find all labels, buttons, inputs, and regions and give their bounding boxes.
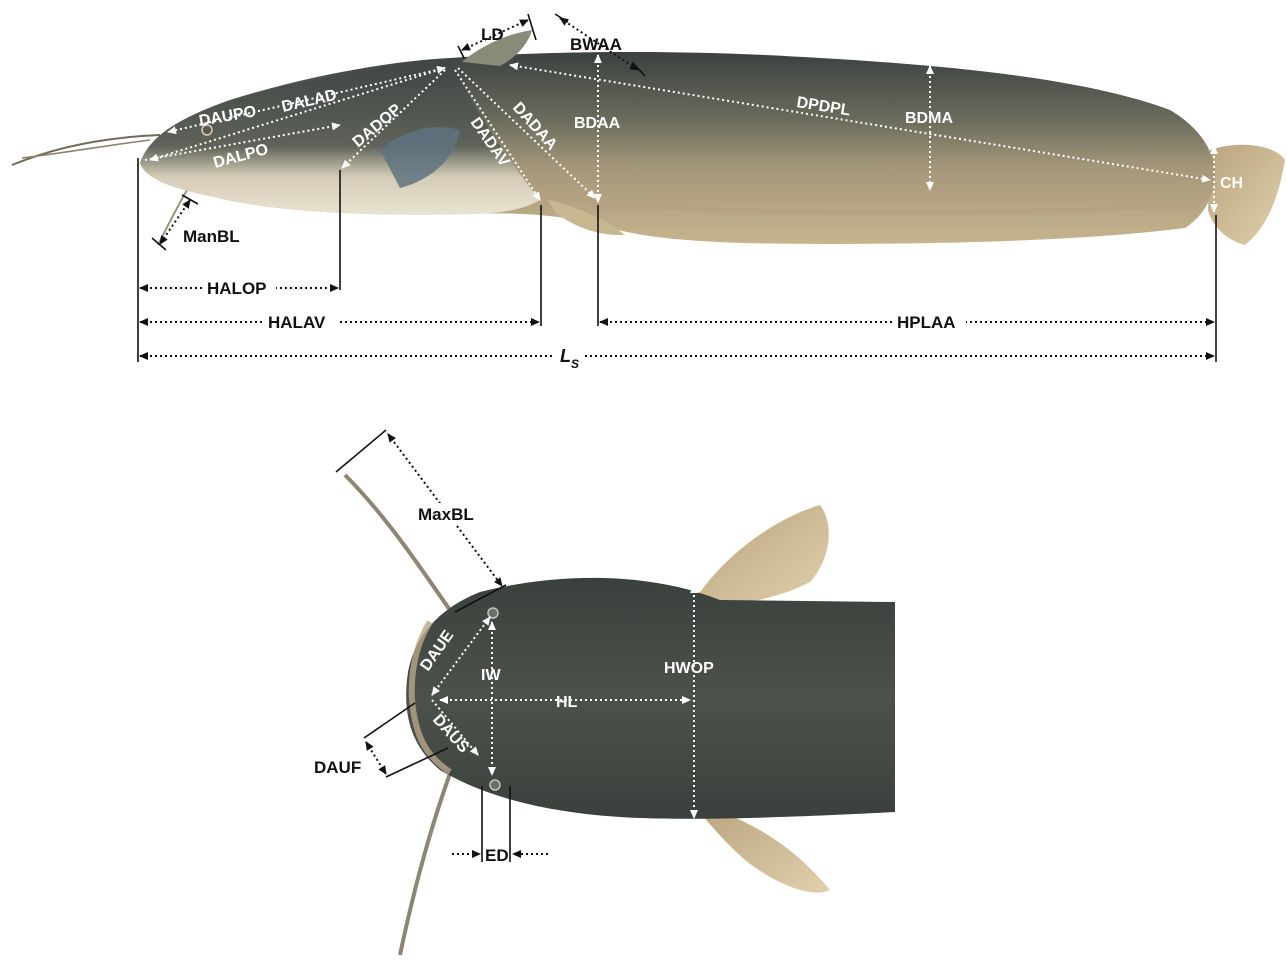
label-hwop: HWOP bbox=[664, 660, 714, 677]
dauf-tick-top bbox=[364, 703, 415, 738]
ld-tick-left bbox=[458, 46, 464, 58]
caudal-fin bbox=[1208, 145, 1285, 245]
eye-dorsal-lower bbox=[490, 780, 500, 790]
label-ld: LD bbox=[481, 25, 504, 44]
eye-dorsal-upper bbox=[488, 608, 498, 618]
fish-body-dorsal bbox=[406, 578, 895, 819]
label-dauf: DAUF bbox=[314, 758, 361, 777]
label-halav: HALAV bbox=[268, 313, 326, 332]
label-ch: CH bbox=[1220, 175, 1243, 192]
label-maxbl: MaxBL bbox=[418, 505, 474, 524]
manbl-tick-top bbox=[182, 195, 198, 204]
label-iw: IW bbox=[481, 667, 501, 684]
pectoral-fin-upper bbox=[695, 505, 829, 608]
label-manbl: ManBL bbox=[183, 227, 240, 246]
manbl-tick-bottom bbox=[152, 238, 166, 250]
maxillary-barbel-dorsal-lower bbox=[400, 760, 455, 955]
label-hplaa: HPLAA bbox=[897, 313, 956, 332]
maxbl-tick-top bbox=[336, 430, 386, 472]
dorsal-view: DAUE IW HWOP HL DAUS MaxBL DAUF ED bbox=[314, 430, 895, 955]
label-ed: ED bbox=[485, 846, 509, 865]
dauf-line bbox=[366, 742, 386, 774]
label-halop: HALOP bbox=[207, 279, 267, 298]
label-bwaa: BWAA bbox=[570, 35, 622, 54]
label-bdaa: BDAA bbox=[574, 115, 621, 132]
label-bdma: BDMA bbox=[905, 110, 953, 127]
label-ls-subscript: S bbox=[571, 357, 579, 371]
label-hl: HL bbox=[556, 694, 578, 711]
label-ls-main: L bbox=[560, 346, 571, 366]
lateral-view: DAUPO DALAD DALPO DADOP DADAV DADAA BDAA… bbox=[12, 14, 1285, 371]
